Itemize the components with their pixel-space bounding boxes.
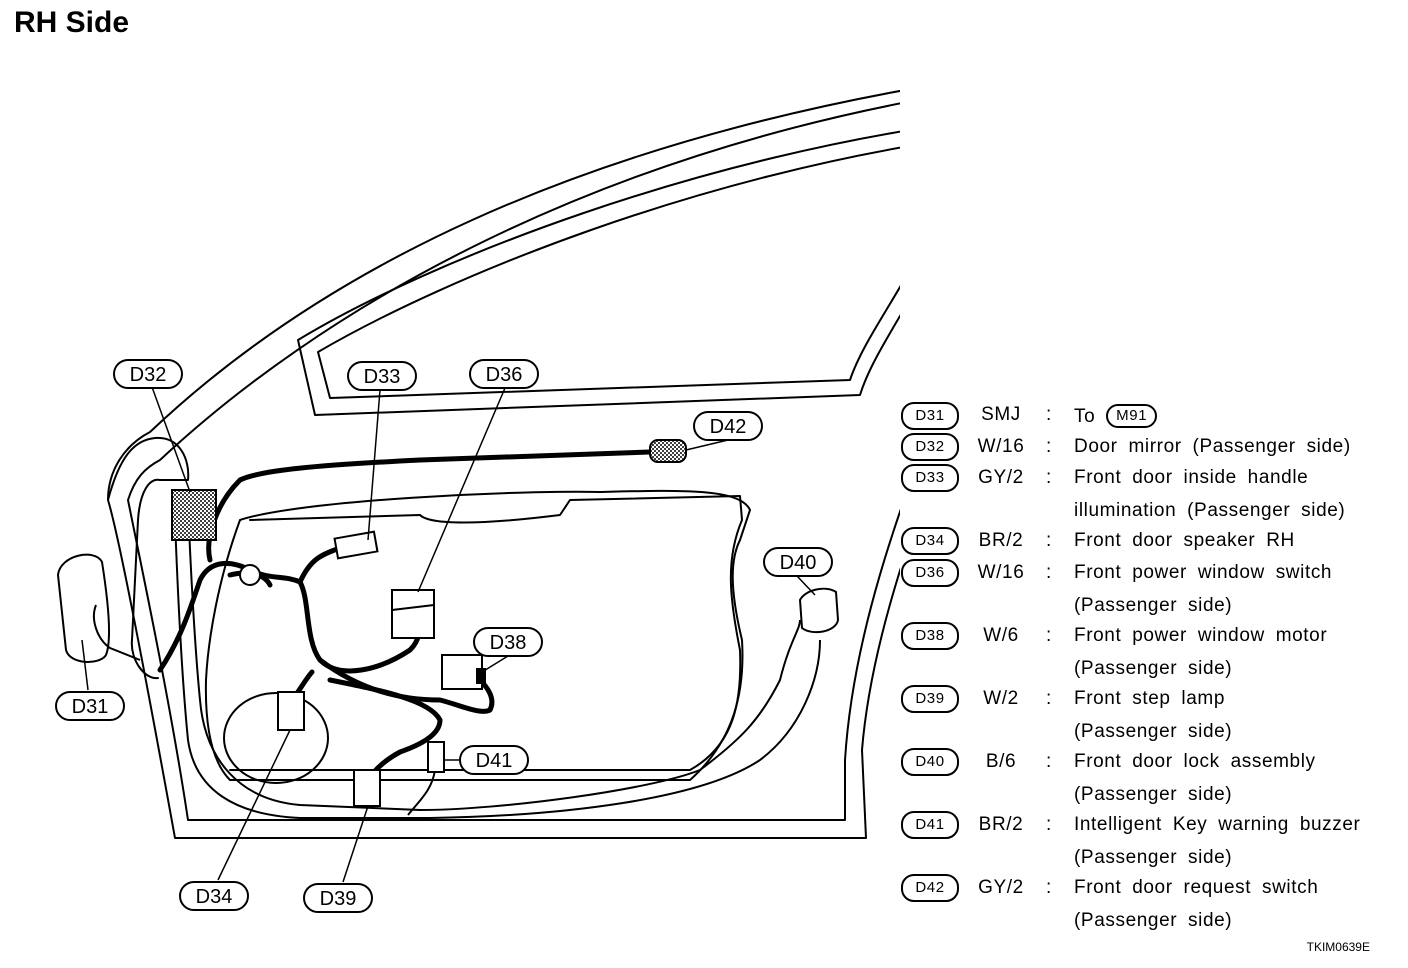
legend-spec: SMJ <box>981 404 1021 425</box>
callout-d31: D31 <box>55 691 125 721</box>
legend-desc-cont: (Passenger side) <box>1074 658 1233 679</box>
legend-desc: Front door speaker RH <box>1074 530 1295 551</box>
figure-code: TKIM0639E <box>1306 940 1370 954</box>
legend-id: D36 <box>901 559 959 587</box>
door-outer-outline <box>107 90 900 839</box>
connector-d39 <box>353 769 381 807</box>
legend-separator: : <box>1046 814 1052 835</box>
callout-d32: D32 <box>113 359 183 389</box>
legend-desc: Front door lock assembly <box>1074 751 1316 772</box>
legend-separator: : <box>1046 562 1052 583</box>
legend-separator: : <box>1046 688 1052 709</box>
legend-separator: : <box>1046 436 1052 457</box>
callout-d39: D39 <box>303 883 373 913</box>
legend-id: D33 <box>901 464 959 492</box>
legend-id: D42 <box>901 874 959 902</box>
callout-d42: D42 <box>693 411 763 441</box>
legend-spec: BR/2 <box>978 814 1024 835</box>
legend-desc-cont: (Passenger side) <box>1074 595 1233 616</box>
callout-d38: D38 <box>473 627 543 657</box>
legend-separator: : <box>1046 530 1052 551</box>
legend-id: D34 <box>901 527 959 555</box>
svg-text:D34: D34 <box>196 886 233 908</box>
svg-text:D39: D39 <box>320 888 357 910</box>
svg-text:D42: D42 <box>710 416 747 438</box>
callout-d40: D40 <box>763 547 833 577</box>
connector-d33 <box>333 530 379 560</box>
legend-desc: Front power window switch <box>1074 562 1333 583</box>
svg-text:D40: D40 <box>780 552 817 574</box>
svg-text:D36: D36 <box>486 364 523 386</box>
legend-separator: : <box>1046 404 1052 425</box>
legend-desc: Intelligent Key warning buzzer <box>1074 814 1361 835</box>
legend-spec: W/16 <box>977 562 1025 583</box>
legend-id: D31 <box>901 402 959 430</box>
connector-d34 <box>277 691 305 731</box>
connector-d42 <box>649 439 687 463</box>
legend-spec: W/6 <box>983 625 1019 646</box>
legend-separator: : <box>1046 877 1052 898</box>
legend-desc: Front power window motor <box>1074 625 1328 646</box>
connector-d32 <box>171 489 217 541</box>
inner-panel <box>204 489 751 781</box>
legend-desc-cont: (Passenger side) <box>1074 847 1233 868</box>
connector-d31 <box>56 553 110 663</box>
legend-desc-cont: (Passenger side) <box>1074 784 1233 805</box>
legend-id: D32 <box>901 433 959 461</box>
legend-desc: Front door request switch <box>1074 877 1319 898</box>
callout-d33: D33 <box>347 361 417 391</box>
speaker-outline <box>223 692 329 784</box>
legend-separator: : <box>1046 751 1052 772</box>
legend-desc: Front door inside handle <box>1074 467 1309 488</box>
legend-spec: W/16 <box>977 436 1025 457</box>
inner-cutout <box>229 495 743 771</box>
legend-desc: Front step lamp <box>1074 688 1225 709</box>
page-title: RH Side <box>14 6 130 39</box>
connector-d40 <box>798 587 840 634</box>
legend-id: D40 <box>901 748 959 776</box>
callout-d36: D36 <box>469 359 539 389</box>
connector-d36 <box>391 589 435 639</box>
legend-spec: GY/2 <box>978 467 1024 488</box>
legend-id: D41 <box>901 811 959 839</box>
legend-desc-cont: (Passenger side) <box>1074 910 1233 931</box>
connector-d41 <box>427 741 445 773</box>
legend-id: D38 <box>901 622 959 650</box>
svg-text:D32: D32 <box>130 364 167 386</box>
svg-text:D38: D38 <box>490 632 527 654</box>
legend-separator: : <box>1046 467 1052 488</box>
legend-spec: B/6 <box>985 751 1017 772</box>
connector-d38 <box>441 654 483 690</box>
legend-separator: : <box>1046 625 1052 646</box>
window-inner <box>317 146 900 399</box>
svg-text:D33: D33 <box>364 366 401 388</box>
svg-text:D31: D31 <box>72 696 109 718</box>
callout-d41: D41 <box>459 745 529 775</box>
legend-spec: W/2 <box>983 688 1019 709</box>
legend-desc-cont: (Passenger side) <box>1074 721 1233 742</box>
door-inner-frame <box>127 102 900 821</box>
door-wiring-diagram: D32 D33 D36 D42 D40 D38 D41 D31 <box>55 90 900 913</box>
svg-text:D41: D41 <box>476 750 513 772</box>
legend-desc: To M91 <box>1074 404 1158 428</box>
window-outer <box>297 130 900 416</box>
legend-id: D39 <box>901 685 959 713</box>
legend-spec: GY/2 <box>978 877 1024 898</box>
callout-d34: D34 <box>179 881 249 911</box>
legend-spec: BR/2 <box>978 530 1024 551</box>
legend-desc: Door mirror (Passenger side) <box>1074 436 1351 457</box>
legend-desc-cont: illumination (Passenger side) <box>1074 500 1346 521</box>
legend-ref: M91 <box>1106 404 1158 428</box>
